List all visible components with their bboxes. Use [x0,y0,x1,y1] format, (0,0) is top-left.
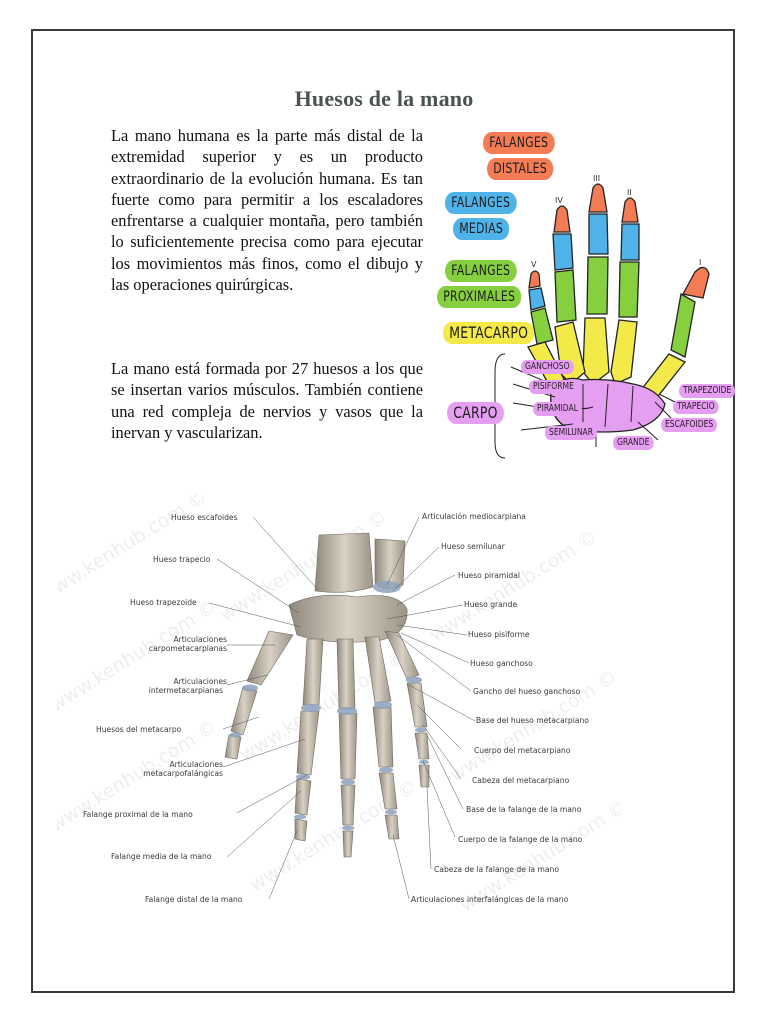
numeral-finger-3: III [593,174,601,183]
page-title: Huesos de la mano [294,86,474,111]
intro-paragraph: La mano humana es la parte más distal de… [111,126,423,295]
label-piramidal: PIRAMIDAL [533,402,582,416]
label-base-de-la-falange: Base de la falange de la mano [466,805,582,814]
label-falange-distal: Falange distal de la mano [145,895,243,904]
label-hueso-pisiforme: Hueso pisiforme [468,630,530,639]
label-hueso-trapezoide: Hueso trapezoide [130,598,197,607]
colored-hand-diagram: FALANGES DISTALES FALANGES MEDIAS FALANG… [433,122,736,460]
label-hueso-escafoides: Hueso escafoides [171,513,238,522]
colored-hand-illustration [486,183,710,459]
label-falanges-proximales-1: FALANGES [445,260,517,282]
label-articulaciones-interfalangicas: Articulaciones interfalángicas de la man… [411,895,569,904]
label-cuerpo-del-metacarpiano: Cuerpo del metacarpiano [474,746,571,755]
label-cuerpo-de-la-falange: Cuerpo de la falange de la mano [458,835,583,844]
label-falanges-distales-2: DISTALES [487,158,554,180]
label-huesos-del-metacarpo: Huesos del metacarpo [96,725,182,734]
label-trapecio: TRAPECIO [673,400,719,414]
label-articulaciones-2: Articulaciones [173,677,227,686]
label-pisiforme: PISIFORME [529,380,578,394]
label-falanges-medias-2: MEDIAS [453,218,510,240]
label-carpometacarpianas: carpometacarpianas [148,644,227,653]
label-escafoides: ESCAFOIDES [661,418,718,432]
numeral-finger-4: IV [555,196,563,205]
label-base-del-hueso-metacarpiano: Base del hueso metacarpiano [476,716,589,725]
label-metacarpo: METACARPO [443,322,535,344]
label-semilunar: SEMILUNAR [545,426,598,440]
label-articulaciones-3: Articulaciones [169,760,223,769]
label-hueso-semilunar: Hueso semilunar [441,542,505,551]
label-gancho-del-hueso-ganchoso: Gancho del hueso ganchoso [473,687,581,696]
anatomical-hand-figure: www.kenhub.com © www.kenhub.com © www.ke… [57,495,622,910]
label-falange-proximal: Falange proximal de la mano [83,810,193,819]
label-cabeza-de-la-falange: Cabeza de la falange de la mano [434,865,559,874]
label-cabeza-del-metacarpiano: Cabeza del metacarpiano [472,776,570,785]
label-hueso-trapecio: Hueso trapecio [153,555,211,564]
label-articulaciones-1: Articulaciones [173,635,227,644]
label-intermetacarpianas: intermetacarpianas [148,686,223,695]
composition-paragraph: La mano está formada por 27 huesos a los… [111,359,423,442]
skeletal-hand-illustration [208,516,476,900]
label-falanges-distales-1: FALANGES [483,132,555,154]
label-carpo: CARPO [447,402,504,424]
label-falanges-medias-1: FALANGES [445,192,517,214]
label-grande: GRANDE [613,436,654,450]
numeral-finger-5: V [531,260,537,269]
numeral-finger-1: I [699,258,702,267]
label-hueso-grande: Hueso grande [464,600,518,609]
label-hueso-piramidal: Hueso piramidal [458,571,521,580]
label-falange-media: Falange media de la mano [111,852,212,861]
label-metacarpofalangicas: metacarpofalángicas [143,769,223,778]
numeral-finger-2: II [627,188,632,197]
label-articulacion-mediocarpiana: Articulación mediocarpiana [422,512,526,521]
label-hueso-ganchoso: Hueso ganchoso [470,659,533,668]
label-falanges-proximales-2: PROXIMALES [437,286,522,308]
label-trapezoide: TRAPEZOIDE [679,384,736,398]
label-ganchoso: GANCHOSO [521,360,574,374]
